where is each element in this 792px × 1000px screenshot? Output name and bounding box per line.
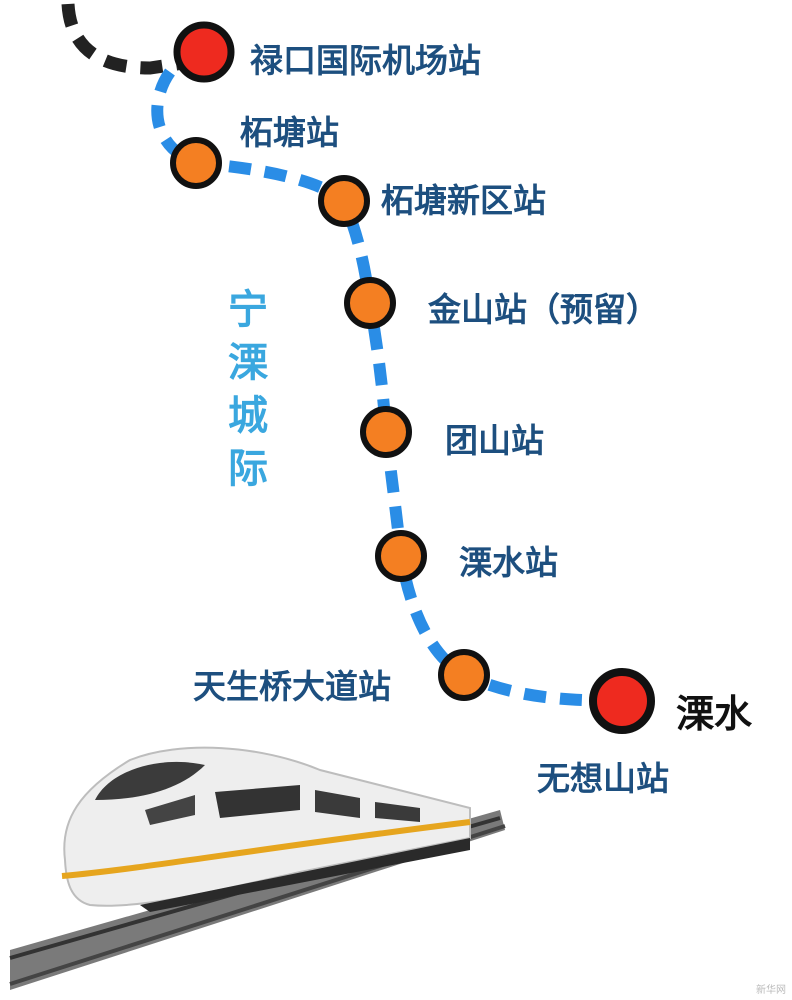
ningli-line-path [151, 68, 623, 707]
external-line [61, 3, 191, 75]
line-name-char: 城 [228, 393, 268, 439]
station-tianshengqiao-marker[interactable] [438, 649, 490, 701]
station-label-lishui: 溧水站 [459, 543, 558, 582]
city-label-lishui: 溧水 [676, 692, 753, 736]
station-label-zhetang: 柘塘站 [240, 113, 339, 152]
station-wuxiangshan-marker[interactable] [589, 668, 655, 734]
watermark: 新华网 [756, 985, 786, 996]
station-lukou-airport-marker[interactable] [173, 21, 235, 83]
station-label-wuxiangshan: 无想山站 [537, 759, 669, 798]
station-label-lukou-airport: 禄口国际机场站 [250, 41, 481, 80]
station-lishui-marker[interactable] [375, 530, 427, 582]
line-name-vertical: 宁 溧 城 际 [228, 284, 268, 496]
line-name-char: 宁 [228, 287, 268, 333]
line-name-char: 溧 [228, 340, 268, 386]
station-label-tuanshan: 团山站 [445, 421, 544, 460]
station-label-zhetang-new-district: 柘塘新区站 [381, 181, 546, 220]
station-tuanshan-marker[interactable] [360, 406, 412, 458]
train-illustration [9, 746, 506, 990]
station-zhetang-new-district-marker[interactable] [318, 175, 370, 227]
station-jinshan-marker[interactable] [344, 277, 396, 329]
station-zhetang-marker[interactable] [170, 137, 222, 189]
line-name-char: 际 [228, 446, 268, 492]
station-label-tianshengqiao-avenue: 天生桥大道站 [193, 667, 391, 706]
station-label-jinshan-reserved: 金山站（预留） [428, 290, 659, 329]
